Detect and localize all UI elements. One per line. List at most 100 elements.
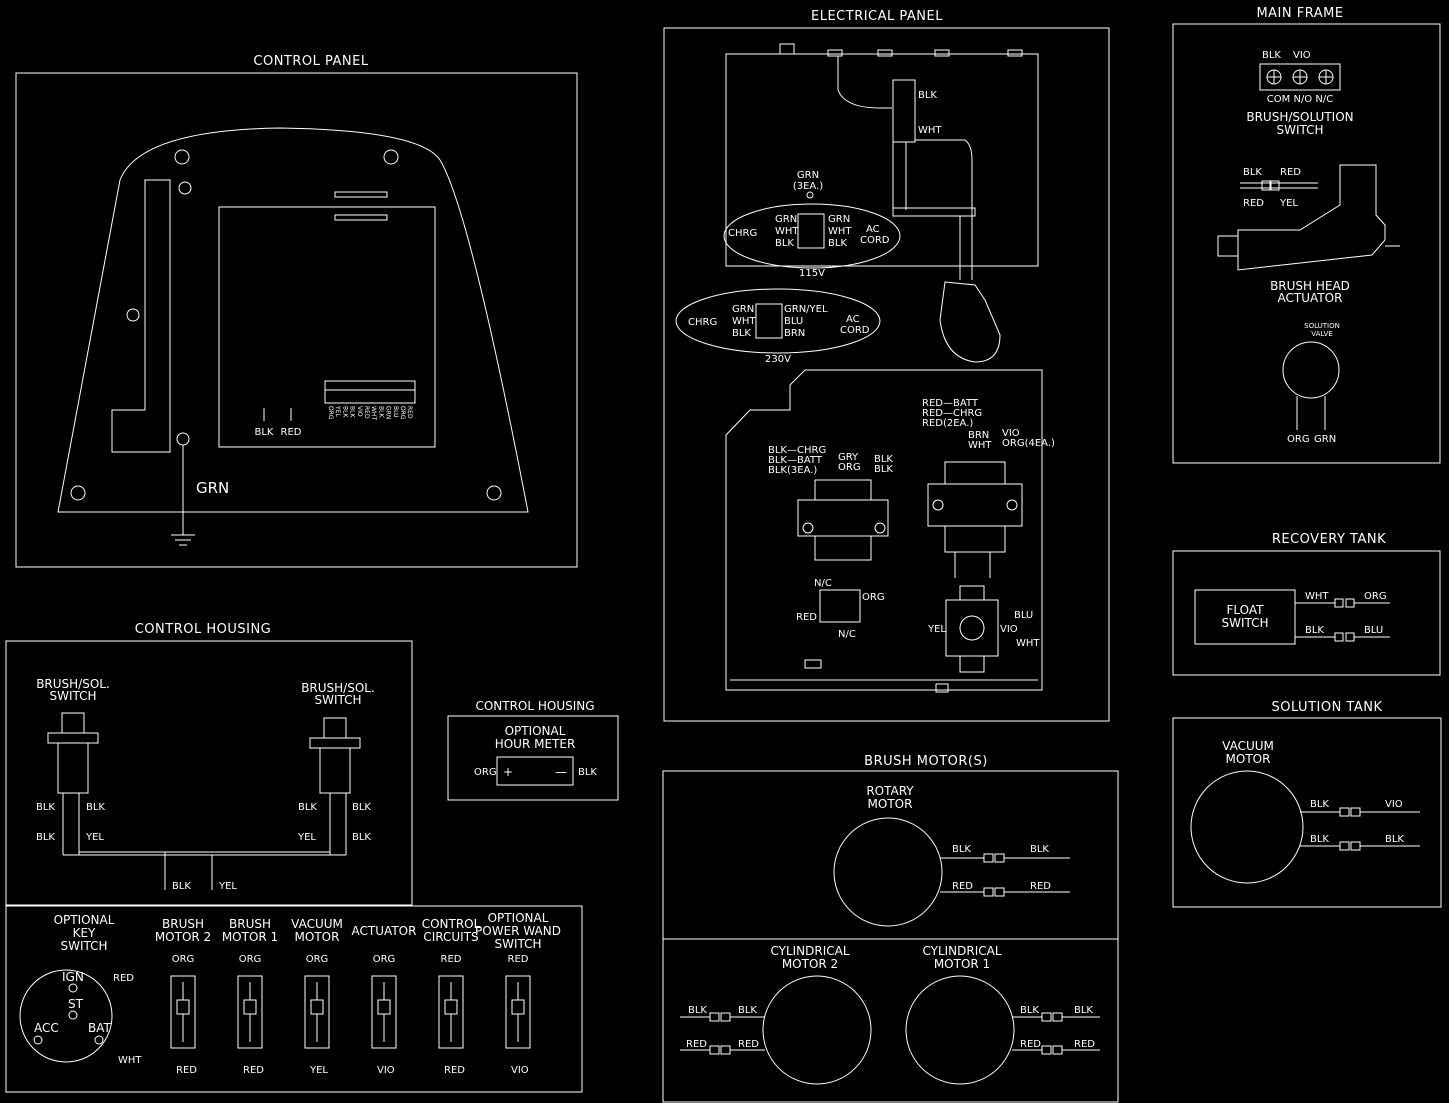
breakers-section: OPTIONAL KEY SWITCH IGN ST ACC BAT RED W… xyxy=(5,905,583,1093)
wire-label: BLK xyxy=(172,881,191,892)
wire-label: BLU xyxy=(784,316,803,327)
rotary-label-2: MOTOR xyxy=(868,797,913,811)
wire-label: RED xyxy=(1030,881,1051,892)
rotary-label-1: ROTARY xyxy=(866,784,914,798)
wire-label-blk: BLK xyxy=(255,427,274,438)
breaker-label: SWITCH xyxy=(494,937,541,951)
breaker-label: YEL xyxy=(927,624,946,635)
minus-terminal: — xyxy=(555,765,567,779)
acc-terminal xyxy=(33,1035,43,1045)
wire-label: BLK xyxy=(732,328,751,339)
wire-label: RED xyxy=(176,1065,197,1076)
solenoid-flange xyxy=(927,483,1023,527)
float-label-2: SWITCH xyxy=(1221,616,1268,630)
wire-label: BLK xyxy=(352,832,371,843)
grn-label: GRN xyxy=(797,170,819,181)
solenoid-label: ORG(4EA.) xyxy=(1002,438,1055,449)
ac-cord-label: CORD xyxy=(860,235,890,246)
wiring-230v xyxy=(675,288,881,354)
bat-terminal xyxy=(94,1035,104,1045)
st-terminal xyxy=(68,1010,78,1020)
wire-label: RED xyxy=(952,881,973,892)
terminal-label: BLK xyxy=(341,406,348,418)
ign-terminal xyxy=(68,983,78,993)
breaker-body xyxy=(505,975,531,1049)
hour-meter-label-1: OPTIONAL xyxy=(505,724,566,738)
hour-meter-section: CONTROL HOUSING OPTIONAL HOUR METER + — … xyxy=(447,699,619,801)
terminal-label: RED xyxy=(406,406,413,419)
wire-label: BLK xyxy=(298,802,317,813)
wire-label: YEL xyxy=(1279,198,1298,209)
breaker-label: ACTUATOR xyxy=(352,924,417,938)
main-frame-section: MAIN FRAME BLK VIO COM N/O N/C BRUSH/SOL… xyxy=(1172,6,1441,464)
mount-hole xyxy=(383,149,399,165)
control-board xyxy=(218,206,436,448)
cyl1-label-2: MOTOR 1 xyxy=(934,957,990,971)
solenoid-label: VIO xyxy=(1002,428,1020,439)
brush-motors-section: BRUSH MOTOR(S) ROTARY MOTOR BLK BLK RED … xyxy=(662,754,1119,1103)
solenoid-label: BRN xyxy=(968,430,989,441)
wire-label: ORG xyxy=(172,954,195,965)
mount-hole xyxy=(70,485,86,501)
wire-label: YEL xyxy=(309,1065,328,1076)
breaker-label: MOTOR 2 xyxy=(155,930,211,944)
solenoid-body xyxy=(814,535,872,561)
wire-label: RED xyxy=(113,973,134,984)
wire-label: WHT xyxy=(118,1055,142,1066)
breaker-label: BLU xyxy=(1014,610,1033,621)
switch-terminals xyxy=(1259,63,1341,91)
wiring-115v xyxy=(723,203,901,269)
breaker-body xyxy=(304,975,330,1049)
brush-head-actuator xyxy=(1237,164,1386,271)
wire-label: GRN xyxy=(732,304,754,315)
wire-label: RED xyxy=(1020,1039,1041,1050)
wire-label: BLK xyxy=(1385,834,1404,845)
cylindrical-motor-1 xyxy=(905,975,1015,1085)
wire-label: RED xyxy=(1074,1039,1095,1050)
terminal-label: BLK xyxy=(349,406,356,418)
voltage-115v: 115V xyxy=(799,268,825,279)
breaker-label: CIRCUITS xyxy=(423,930,478,944)
terminal-label: RED xyxy=(363,406,370,419)
left-switch-label-2: SWITCH xyxy=(49,689,96,703)
wire-label: WHT xyxy=(732,316,756,327)
right-switch-body xyxy=(319,747,351,794)
terminal-label: ORG xyxy=(327,406,334,420)
breaker-label: BRUSH xyxy=(162,917,204,931)
wire-label: BLK xyxy=(36,832,55,843)
wire-label: GRN xyxy=(1314,434,1336,445)
wire-label: BLK xyxy=(1310,834,1329,845)
brush-motors-title: BRUSH MOTOR(S) xyxy=(864,754,988,769)
solution-tank-title: SOLUTION TANK xyxy=(1271,700,1382,715)
breakers-frame xyxy=(5,905,583,1093)
terminal-names: COM N/O N/C xyxy=(1267,94,1333,105)
control-panel-frame xyxy=(15,72,578,568)
screw xyxy=(178,181,192,195)
mount-hole xyxy=(486,485,502,501)
wire-label: RED xyxy=(444,1065,465,1076)
ac-cord-label: AC xyxy=(866,224,880,235)
wire-label: ORG xyxy=(373,954,396,965)
wire-label: ORG xyxy=(474,767,497,778)
left-switch-cap xyxy=(61,712,85,734)
right-switch-flange xyxy=(309,737,361,749)
wire-label: WHT xyxy=(775,226,799,237)
breaker-label: VACUUM xyxy=(291,917,343,931)
wire-label: BLK xyxy=(1020,1005,1039,1016)
wire-label: BLK xyxy=(36,802,55,813)
control-panel-title: CONTROL PANEL xyxy=(253,54,368,69)
wire-label: RED xyxy=(1280,167,1301,178)
vacuum-motor-label-1: VACUUM xyxy=(1222,739,1274,753)
wire-label: RED xyxy=(1243,198,1264,209)
terminal-label: YEL xyxy=(334,405,341,417)
wire-label: ORG xyxy=(1287,434,1310,445)
bat-label: BAT xyxy=(88,1021,112,1035)
wire-label: BLK xyxy=(688,1005,707,1016)
electrical-panel-frame xyxy=(663,27,1110,722)
plate-cutout xyxy=(837,56,892,109)
wire-label: RED xyxy=(243,1065,264,1076)
wire-label: RED xyxy=(738,1039,759,1050)
